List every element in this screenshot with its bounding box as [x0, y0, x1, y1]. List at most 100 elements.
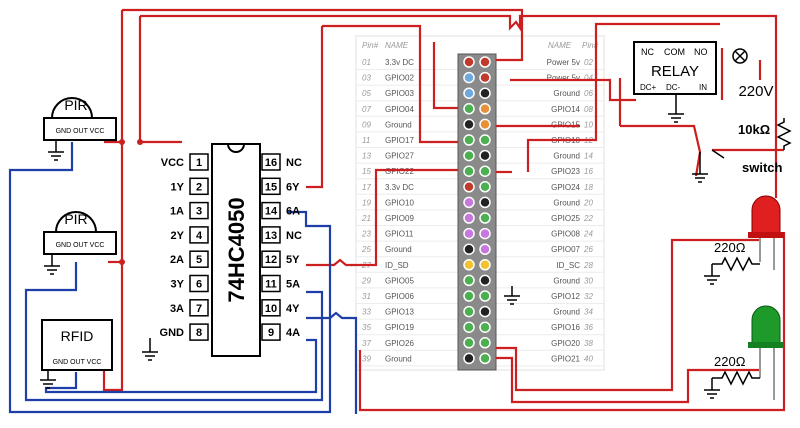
- gpio-pin-number: 30: [584, 276, 593, 285]
- gpio-pin-number: 03: [362, 74, 371, 83]
- gpio-pin-number: 19: [362, 198, 371, 207]
- relay-com: COM: [664, 47, 685, 57]
- gpio-pin-number: 05: [362, 89, 371, 98]
- gpio-pin-name: Ground: [385, 120, 412, 129]
- gpio-pin-name: 3.3v DC: [385, 58, 414, 67]
- chip-pin-number: 2: [196, 181, 202, 193]
- resistor-10k-label: 10kΩ: [738, 122, 770, 137]
- gpio-pin-number: 34: [584, 308, 593, 317]
- rfid-label: RFID: [61, 328, 94, 344]
- chip-pin-label: 1A: [170, 206, 184, 218]
- chip-pin-box: [261, 177, 281, 196]
- chip-pin-number: 5: [196, 254, 202, 266]
- gpio-pin-dot: [463, 56, 475, 68]
- gpio-pin-name: GPIO13: [385, 308, 414, 317]
- chip-pin-number: 10: [265, 303, 277, 315]
- chip-pin-box: [261, 274, 281, 293]
- gpio-pin-dot: [479, 227, 491, 240]
- chip-pin-number: 8: [196, 327, 202, 339]
- gpio-pin-dot: [463, 259, 475, 271]
- gpio-pin-name: GPIO22: [385, 167, 414, 176]
- gpio-pin-dot: [463, 149, 475, 162]
- gpio-pin-name: GPIO04: [385, 105, 414, 114]
- chip-pin-box: [189, 250, 209, 268]
- gpio-pin-dot: [479, 87, 491, 99]
- gpio-pin-name: GPIO19: [385, 323, 414, 332]
- gpio-pin-number: 40: [584, 354, 593, 363]
- switch-label: switch: [742, 160, 783, 175]
- gpio-pin-name: GPIO16: [551, 323, 580, 332]
- gpio-pin-number: 25: [361, 245, 371, 254]
- gpio-pin-name: Ground: [385, 354, 412, 363]
- led-resistor-2-label: 220Ω: [714, 354, 746, 369]
- gpio-pin-dot: [479, 165, 491, 177]
- gpio-pin-dot: [479, 118, 491, 131]
- gpio-header-pin-right: Pin#: [582, 41, 599, 50]
- ground-symbol-gpio: [504, 286, 520, 305]
- gpio-pin-name: GPIO25: [551, 214, 580, 223]
- chip-pin-box: [261, 299, 281, 317]
- led-resistor-1-label: 220Ω: [714, 240, 746, 255]
- chip-pin-box: [189, 177, 209, 196]
- gpio-pin-dot: [463, 290, 475, 302]
- chip-name: 74HC4050: [224, 197, 249, 302]
- chip-pin-number: 15: [265, 181, 277, 193]
- mains-voltage: 220V: [738, 83, 773, 100]
- gpio-pin-name: GPIO14: [551, 105, 580, 114]
- gpio-pin-number: 16: [584, 167, 593, 176]
- gpio-pin-number: 10: [584, 120, 593, 129]
- gpio-pin-number: 18: [584, 183, 593, 192]
- chip-pin-label: 4Y: [286, 303, 300, 315]
- chip-pin-box: [261, 201, 281, 220]
- pir1-pins: GND OUT VCC: [56, 128, 105, 135]
- gpio-pin-name: GPIO07: [551, 245, 580, 254]
- gpio-pin-name: Ground: [553, 152, 580, 161]
- gpio-pin-name: Ground: [553, 198, 580, 207]
- red-led-icon: [748, 195, 784, 270]
- gpio-header-pin-left: Pin#: [362, 41, 379, 50]
- chip-pin-label: 1Y: [171, 181, 185, 193]
- green-led-icon: [748, 305, 784, 400]
- chip-pin-label: 6A: [286, 206, 300, 218]
- led-resistor-1: [704, 256, 760, 285]
- gpio-pin-dot: [463, 71, 475, 84]
- gpio-pin-number: 04: [584, 74, 593, 83]
- gpio-pin-name: GPIO17: [385, 136, 414, 145]
- gpio-pin-name: GPIO21: [551, 354, 580, 363]
- relay-dcp: DC+: [640, 83, 657, 92]
- gpio-pin-dot: [479, 103, 491, 115]
- gpio-pin-number: 21: [361, 214, 371, 223]
- gpio-pin-dot: [479, 56, 491, 68]
- gpio-pin-number: 37: [362, 339, 371, 348]
- gpio-pin-name: GPIO10: [385, 198, 414, 207]
- chip-pin-label: 2A: [170, 254, 184, 266]
- chip-pin-number: 12: [265, 254, 277, 266]
- gpio-pin-number: 13: [362, 152, 371, 161]
- gpio-pin-dot: [479, 259, 491, 271]
- gpio-pin-number: 07: [362, 105, 371, 114]
- pir1-label: PIR: [64, 97, 87, 113]
- gpio-pin-number: 28: [583, 261, 593, 270]
- chip-pin-number: 13: [265, 230, 277, 242]
- chip-pin-number: 9: [268, 327, 274, 339]
- relay-dcm: DC-: [666, 83, 681, 92]
- gpio-pin-dot: [463, 305, 475, 318]
- gpio-pin-name: Ground: [553, 276, 580, 285]
- gpio-pin-name: ID_SC: [556, 261, 580, 270]
- chip-pin-number: 16: [265, 157, 277, 169]
- gpio-pin-name: GPIO03: [385, 89, 414, 98]
- gpio-pin-number: 31: [362, 292, 371, 301]
- pir-sensor-1: PIR GND OUT VCC: [43, 97, 117, 161]
- gpio-pin-dot: [479, 274, 491, 287]
- gpio-pin-dot: [463, 337, 475, 349]
- gpio-pin-name: Ground: [553, 89, 580, 98]
- gpio-pin-dot: [463, 134, 475, 146]
- chip-pin-label: 6Y: [286, 181, 300, 193]
- pir-sensor-2: PIR GND OUT VCC: [43, 211, 117, 275]
- gpio-header-name-right: NAME: [548, 41, 572, 50]
- gpio-pin-dot: [479, 149, 491, 162]
- gpio-pin-name: GPIO09: [385, 214, 414, 223]
- chip-pin-number: 6: [196, 279, 202, 291]
